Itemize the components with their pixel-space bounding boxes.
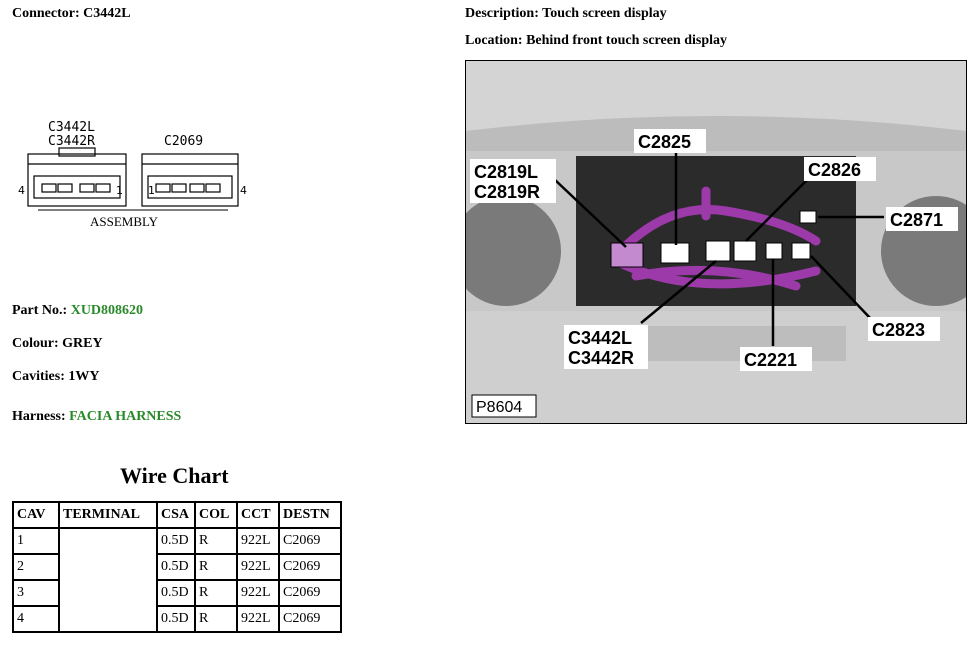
callout-c2826: C2826	[808, 160, 861, 180]
harness-value: FACIA HARNESS	[69, 409, 182, 424]
connector-blocks	[610, 210, 817, 268]
header-csa: CSA	[156, 501, 196, 529]
location-label: Location:	[465, 33, 523, 48]
pin-left-b: 1	[116, 184, 123, 197]
connector-value: C3442L	[83, 6, 131, 21]
location-line: Location: Behind front touch screen disp…	[465, 33, 727, 49]
wire-chart-header-row: CAV TERMINAL CSA COL CCT DESTN	[12, 501, 342, 529]
pin-right-b: 4	[240, 184, 247, 197]
cell-destn: C2069	[278, 579, 342, 607]
location-photo: C2825 C2819L C2819R C2826 C2871 C3442L C…	[465, 60, 967, 424]
cell-col: R	[194, 527, 238, 555]
colour-label: Colour:	[12, 336, 59, 351]
harness-illustration	[611, 186, 821, 291]
part-line: Part No.: XUD808620	[12, 303, 143, 319]
description-label: Description:	[465, 6, 539, 21]
colour-line: Colour: GREY	[12, 336, 103, 352]
callout-c3442l: C3442L	[568, 328, 632, 348]
callout-c2825: C2825	[638, 132, 691, 152]
callout-c2819l: C2819L	[474, 162, 538, 182]
callout-c2823: C2823	[872, 320, 925, 340]
cell-csa: 0.5D	[156, 605, 196, 633]
cell-csa: 0.5D	[156, 579, 196, 607]
photo-illustration: C2825 C2819L C2819R C2826 C2871 C3442L C…	[466, 61, 966, 423]
header-terminal: TERMINAL	[58, 501, 158, 529]
cell-terminal	[58, 527, 158, 633]
cell-cct: 922L	[236, 553, 280, 581]
table-row: 1 0.5D R 922L C2069	[12, 527, 342, 633]
left-connector-shape	[27, 147, 127, 207]
left-tag-2: C3442R	[48, 134, 95, 149]
table-row: 2 0.5D R 922L C2069	[12, 553, 342, 581]
connector-face-svg: C3442L C3442R C2069 4 1 1 4 ASSE	[18, 120, 247, 229]
cell-destn: C2069	[278, 527, 342, 555]
leader-lines	[553, 151, 884, 346]
cell-cav: 1	[12, 527, 60, 555]
assembly-caption: ASSEMBLY	[90, 214, 159, 229]
header-col: COL	[194, 501, 238, 529]
cell-csa: 0.5D	[156, 553, 196, 581]
part-label: Part No.:	[12, 303, 68, 318]
callout-c2221: C2221	[744, 350, 797, 370]
cell-cct: 922L	[236, 605, 280, 633]
photo-ref: P8604	[476, 399, 522, 416]
cell-destn: C2069	[278, 605, 342, 633]
harness-label: Harness:	[12, 409, 66, 424]
cavities-label: Cavities:	[12, 369, 65, 384]
callout-c2871: C2871	[890, 210, 943, 230]
table-row: 3 0.5D R 922L C2069	[12, 579, 342, 607]
description-value: Touch screen display	[542, 6, 667, 21]
callout-c2819r: C2819R	[474, 182, 540, 202]
harness-line: Harness: FACIA HARNESS	[12, 409, 181, 425]
cell-col: R	[194, 553, 238, 581]
cell-csa: 0.5D	[156, 527, 196, 555]
right-connector-shape	[141, 153, 239, 207]
connector-line: Connector: C3442L	[12, 6, 131, 22]
callout-c3442r: C3442R	[568, 348, 634, 368]
header-cav: CAV	[12, 501, 60, 529]
description-line: Description: Touch screen display	[465, 6, 667, 22]
cell-col: R	[194, 579, 238, 607]
cell-cav: 3	[12, 579, 60, 607]
pin-right-a: 1	[148, 184, 155, 197]
cell-cct: 922L	[236, 527, 280, 555]
table-row: 4 0.5D R 922L C2069	[12, 605, 342, 633]
cell-destn: C2069	[278, 553, 342, 581]
location-value: Behind front touch screen display	[526, 33, 728, 48]
cavities-line: Cavities: 1WY	[12, 369, 100, 385]
cell-col: R	[194, 605, 238, 633]
header-cct: CCT	[236, 501, 280, 529]
header-destn: DESTN	[278, 501, 342, 529]
cell-cav: 4	[12, 605, 60, 633]
connector-drawing: C3442L C3442R C2069 4 1 1 4 ASSE	[14, 118, 254, 234]
callout-labels: C2825 C2819L C2819R C2826 C2871 C3442L C…	[470, 129, 958, 371]
wire-chart-table: CAV TERMINAL CSA COL CCT DESTN 1 0.5D R …	[12, 501, 342, 633]
cavities-value: 1WY	[68, 369, 100, 384]
left-tag-1: C3442L	[48, 120, 95, 135]
connector-label: Connector:	[12, 6, 80, 21]
colour-value: GREY	[62, 336, 103, 351]
wire-chart-title: Wire Chart	[120, 463, 229, 488]
cell-cav: 2	[12, 553, 60, 581]
cell-cct: 922L	[236, 579, 280, 607]
part-value: XUD808620	[70, 303, 144, 318]
right-tag: C2069	[164, 134, 203, 149]
pin-left-a: 4	[18, 184, 25, 197]
